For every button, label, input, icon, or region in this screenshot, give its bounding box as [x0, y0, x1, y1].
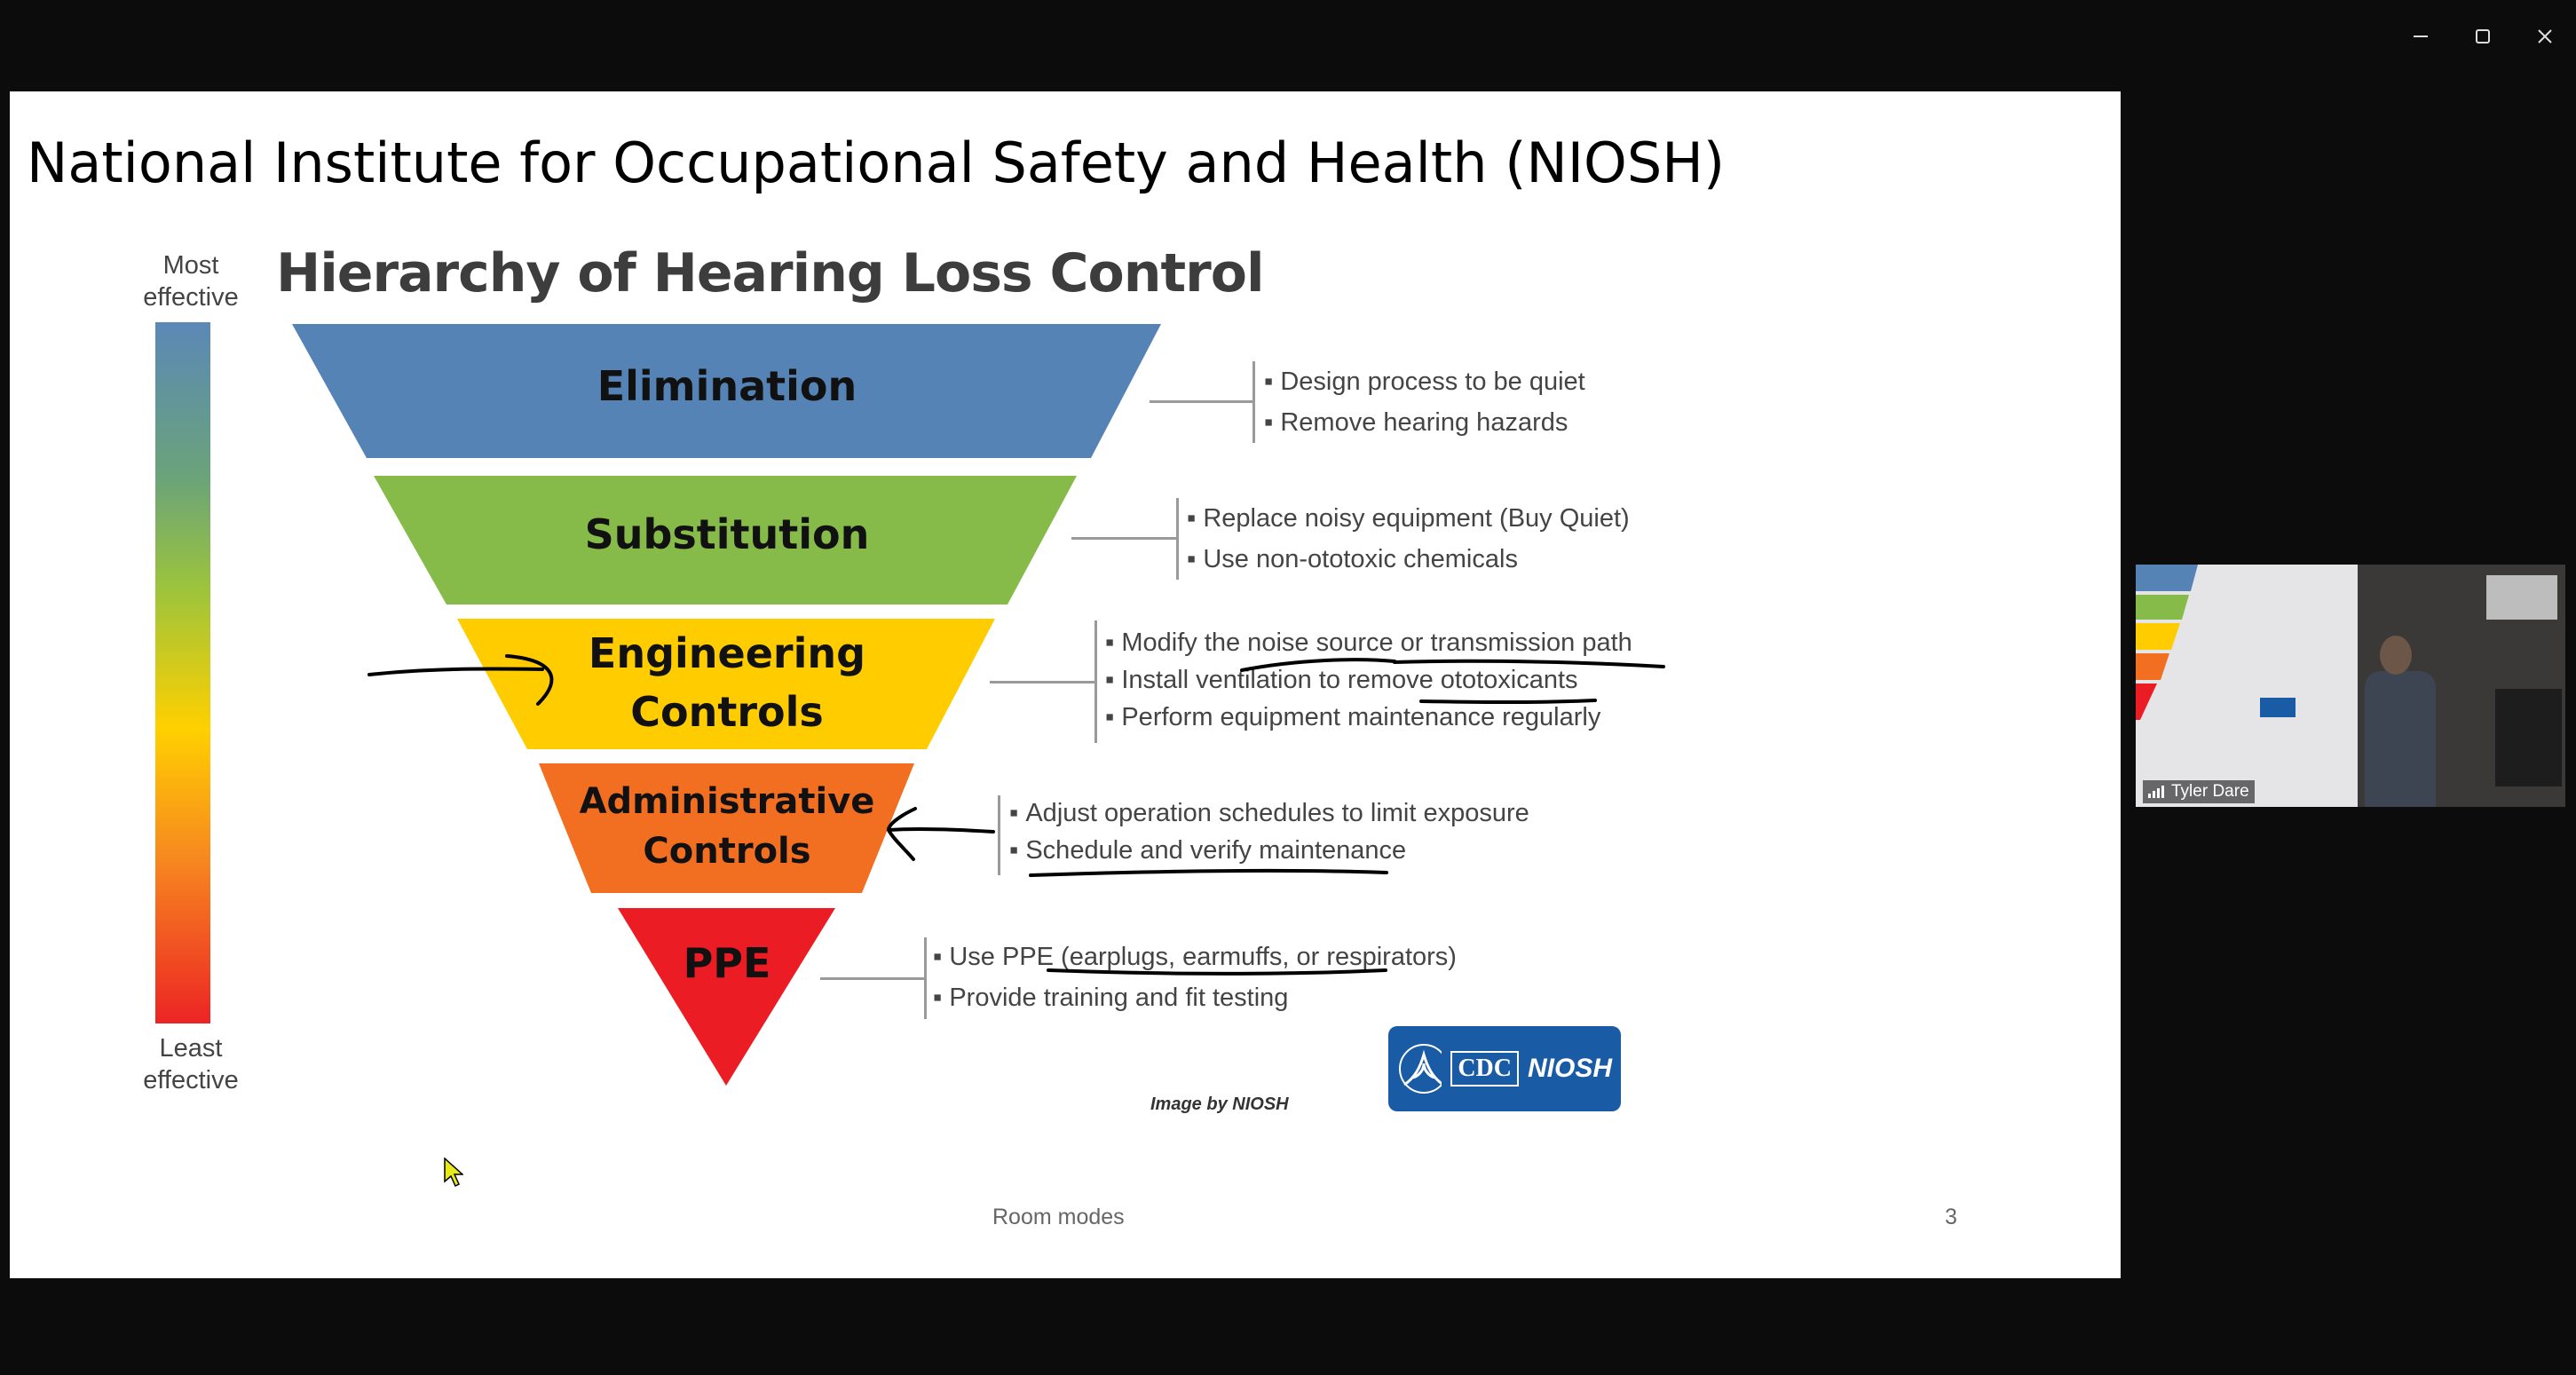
video-wall-vent: [2486, 575, 2557, 620]
shared-slide: National Institute for Occupational Safe…: [10, 91, 2121, 1278]
scale-bottom-label: Least effective: [143, 1034, 239, 1094]
bracket-elimination: [1252, 361, 1255, 443]
bullet-item: Modify the noise source or transmission …: [1105, 624, 1632, 661]
bullet-item: Schedule and verify maintenance: [1009, 832, 1529, 869]
bullet-item: Perform equipment maintenance regularly: [1105, 699, 1632, 736]
cdc-niosh-logo: CDC NIOSH: [1388, 1026, 1621, 1111]
bullet-item: Replace noisy equipment (Buy Quiet): [1187, 498, 1629, 539]
bullets-engineering: Modify the noise source or transmission …: [1105, 624, 1632, 736]
tier-band-substitution: [374, 476, 1077, 605]
signal-strength-icon: [2148, 786, 2164, 798]
connector-engineering: [990, 681, 1096, 684]
connector-substitution: [1071, 537, 1178, 540]
bullets-elimination: Design process to be quiet Remove hearin…: [1264, 361, 1585, 443]
tier-band-ppe: [618, 908, 835, 1086]
cdc-logo-text: CDC: [1450, 1051, 1519, 1087]
tier-label-substitution: Substitution: [584, 510, 870, 558]
tier-label-elimination: Elimination: [597, 362, 857, 410]
hhs-eagle-icon: [1399, 1044, 1442, 1094]
connector-ppe: [820, 977, 927, 980]
video-person-head: [2380, 636, 2412, 675]
participant-video-tile[interactable]: Tyler Dare: [2136, 565, 2565, 807]
bullet-item: Adjust operation schedules to limit expo…: [1009, 794, 1529, 832]
diagram-title: Hierarchy of Hearing Loss Control: [276, 242, 1265, 304]
bullet-item: Design process to be quiet: [1264, 361, 1584, 402]
bullet-item: Provide training and fit testing: [933, 977, 1457, 1018]
bracket-ppe: [924, 937, 927, 1019]
mouse-cursor-icon: [444, 1158, 463, 1188]
bullet-item: Use non-ototoxic chemicals: [1187, 539, 1630, 580]
bullet-item: Remove hearing hazards: [1264, 402, 1585, 443]
bullets-ppe: Use PPE (earplugs, earmuffs, or respirat…: [933, 936, 1457, 1018]
tier-band-engineering: [457, 619, 995, 749]
tier-label-ppe: PPE: [683, 939, 771, 987]
video-chair: [2495, 689, 2562, 786]
connector-elimination: [1150, 400, 1254, 403]
close-button[interactable]: [2514, 0, 2576, 73]
video-slide-thumbnail: [2136, 565, 2295, 720]
participant-name-tag: Tyler Dare: [2143, 780, 2255, 803]
bullets-substitution: Replace noisy equipment (Buy Quiet) Use …: [1187, 498, 1630, 580]
bracket-engineering: [1094, 620, 1097, 743]
video-person-body: [2365, 671, 2436, 807]
bracket-administrative: [998, 795, 1000, 875]
bullet-item: Use PPE (earplugs, earmuffs, or respirat…: [933, 936, 1457, 977]
minimize-button[interactable]: [2390, 0, 2452, 73]
bracket-substitution: [1176, 498, 1179, 580]
slide-title: National Institute for Occupational Safe…: [27, 130, 1726, 195]
bullet-item: Install ventilation to remove ototoxican…: [1105, 661, 1632, 699]
maximize-icon: [2476, 29, 2490, 43]
minimize-icon: [2414, 36, 2428, 37]
bullets-administrative: Adjust operation schedules to limit expo…: [1009, 794, 1529, 869]
maximize-button[interactable]: [2452, 0, 2514, 73]
hierarchy-pyramid: [292, 324, 1161, 1086]
slide-footer: Room modes: [992, 1205, 1125, 1229]
image-credit: Image by NIOSH: [1150, 1094, 1289, 1114]
close-icon: [2538, 29, 2552, 43]
effectiveness-scale-bar: [155, 322, 210, 1023]
slide-number: 3: [1945, 1205, 1957, 1229]
window-controls: [2390, 0, 2576, 73]
tier-band-elimination: [292, 324, 1161, 458]
scale-top-label: Most effective: [143, 251, 239, 312]
niosh-logo-text: NIOSH: [1527, 1054, 1612, 1083]
participant-name: Tyler Dare: [2171, 782, 2249, 801]
tier-band-administrative: [539, 763, 914, 893]
